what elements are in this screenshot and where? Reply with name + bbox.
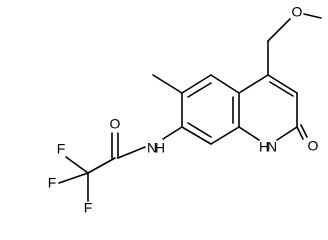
bond-cf3-f-top [65,156,89,174]
molecule-drawing: O O F F F N H H N O [48,4,322,216]
bond-c4-c3 [267,74,298,94]
bond-c8a-c8 [210,126,240,145]
bond-carbonyl-cf3 [87,157,116,174]
atom-n-amide: N [147,140,157,156]
bond-c2-o-double [300,124,308,138]
atom-h-amide: H [155,140,165,156]
bond-c7-n [162,126,183,140]
atom-o-ring: O [308,138,319,154]
atom-f-top: F [57,141,66,157]
bond-c4-c3-double [269,81,294,97]
bond-o-methyl [303,13,322,19]
bond-c5-c4a [210,74,240,94]
structure-diagram: O O F F F N H H N O [48,4,322,216]
bond-c4a-c4 [238,74,269,94]
atom-o-methoxy: O [292,4,303,20]
bond-cf3-f-left [58,172,89,184]
atom-h-ring: N [267,139,277,155]
atom-f-left: F [48,175,57,191]
bond-c8-c7 [181,126,212,145]
bond-ch2-o [267,18,291,42]
bond-c6-methyl [152,74,183,94]
bond-n1-c8a [238,126,260,141]
bond-c2-o [296,126,304,140]
atom-n-ring: H [259,139,269,155]
atom-o-amide: O [110,116,121,132]
atom-f-bottom: F [84,200,93,216]
bond-c6-c5 [181,74,212,94]
bond-c6-c5-double [187,82,212,98]
bond-c8-c7-double [187,122,212,138]
bond-n-carbonyl [117,146,146,159]
bond-c2-n1 [276,126,298,141]
bonds [58,13,322,202]
atom-labels: O O F F F N H H N O [48,4,319,216]
